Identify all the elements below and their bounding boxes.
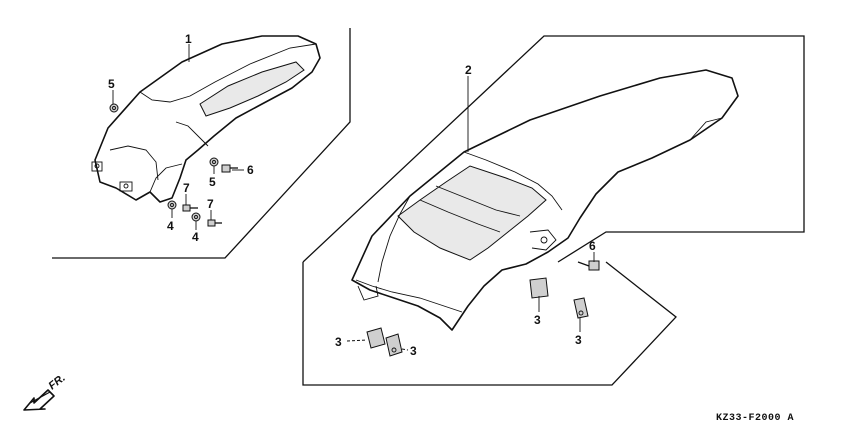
callout-7-lower: 7 — [207, 197, 214, 211]
rear-fender-panel-frame — [302, 35, 805, 386]
callout-3-left: 3 — [335, 335, 342, 349]
front-fender-part-1 — [91, 35, 321, 203]
callout-5-upper: 5 — [108, 77, 115, 91]
callout-4-right: 4 — [192, 230, 199, 244]
diagram-code: KZ33-F2000 A — [716, 413, 794, 424]
callout-6-left: 6 — [247, 163, 254, 177]
callouts: 1 2 5 5 6 7 7 4 4 6 3 3 3 3 — [108, 32, 596, 358]
callout-2: 2 — [465, 63, 472, 77]
front-direction-label: FR. — [46, 372, 67, 392]
callout-4-left: 4 — [167, 219, 174, 233]
leader-lines — [112, 44, 595, 351]
callout-7-upper: 7 — [183, 181, 190, 195]
front-fender-panel-frame — [52, 28, 351, 259]
rear-fender-part-2 — [351, 69, 739, 331]
callout-1: 1 — [185, 32, 192, 46]
callout-5-lower: 5 — [209, 175, 216, 189]
hardware-right — [366, 260, 600, 357]
front-direction-arrow-icon: FR. — [23, 372, 68, 411]
callout-3-right: 3 — [575, 333, 582, 347]
callout-3-upper: 3 — [534, 313, 541, 327]
callout-3-lower: 3 — [410, 344, 417, 358]
callout-6-right: 6 — [589, 239, 596, 253]
